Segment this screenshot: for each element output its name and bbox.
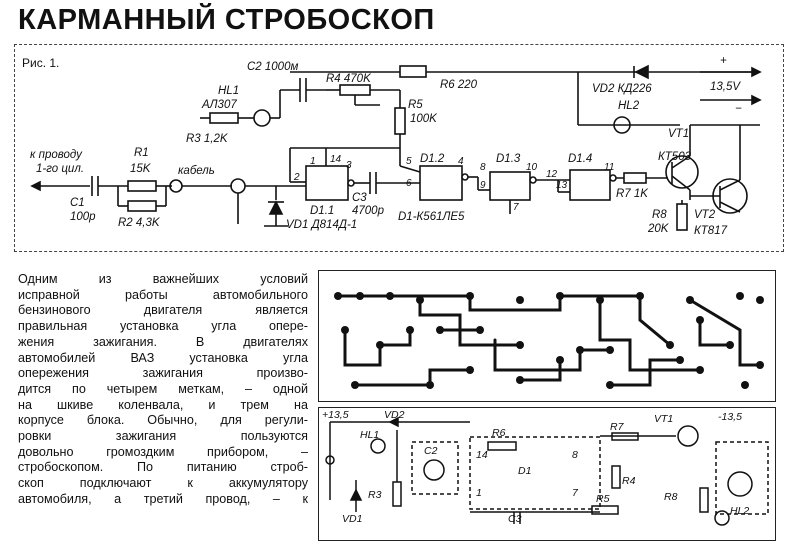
label-cable: кабель [178, 165, 215, 177]
asm-vt1: VT1 [654, 413, 673, 425]
pin-11: 11 [604, 162, 614, 173]
text-line: автомобиля, а третий провод, – к [18, 491, 308, 506]
pin-1: 1 [310, 156, 316, 167]
text-line: корпусе блока. Обычно, для регули- [18, 413, 308, 428]
pin-8: 8 [480, 162, 486, 173]
asm-d1: D1 [518, 465, 531, 477]
placement-frame [318, 407, 776, 541]
label-vt1-type: КТ503 [658, 151, 692, 163]
asm-vd2: VD2 [384, 409, 405, 421]
text-line: жения зажигания. В двигателях [18, 334, 308, 349]
label-vt2-type: КТ817 [694, 225, 728, 237]
label-plus: + [720, 55, 727, 67]
text-line: бензинового двигателя является [18, 303, 308, 318]
label-d1-type: D1-К561ЛЕ5 [398, 211, 465, 223]
label-hl1: HL1 [218, 85, 239, 97]
asm-minus135: -13,5 [718, 411, 742, 423]
label-c3: C3 [352, 192, 367, 204]
asm-r8: R8 [664, 491, 678, 503]
page-title: КАРМАННЫЙ СТРОБОСКОП [18, 4, 435, 36]
label-r7: R7 1K [616, 188, 649, 200]
asm-c2: C2 [424, 445, 438, 457]
pin-7: 7 [513, 202, 519, 213]
label-voltage: 13,5V [710, 81, 741, 93]
label-c3-val: 4700р [352, 205, 385, 217]
label-r4: R4 470K [326, 73, 372, 85]
asm-p1: 1 [476, 487, 482, 499]
label-wire-cyl: 1-го цил. [36, 163, 84, 175]
label-r1-val: 15K [130, 163, 152, 175]
figure-label: Рис. 1. [22, 56, 60, 70]
asm-vd1: VD1 [342, 513, 362, 525]
label-hl2: HL2 [618, 100, 640, 112]
pin-6: 6 [406, 178, 412, 189]
pin-2: 2 [293, 172, 300, 183]
asm-c3: C3 [508, 513, 522, 525]
asm-hl2: HL2 [730, 505, 749, 517]
text-line: ровки зажигания пользуются [18, 429, 308, 444]
label-wire-to: к проводу [30, 149, 83, 161]
label-hl1-type: АЛ307 [201, 99, 237, 111]
asm-r3: R3 [368, 489, 382, 501]
label-r5: R5 [408, 99, 423, 111]
text-line: дится по четырем меткам, – одной [18, 381, 308, 396]
label-c2: C2 1000м [247, 61, 298, 73]
asm-r7: R7 [610, 421, 625, 433]
asm-p7: 7 [572, 487, 579, 499]
text-line: опережения зажигания произво- [18, 366, 308, 381]
text-line: стробоскопом. По питанию строб- [18, 460, 308, 475]
asm-r5: R5 [596, 493, 610, 505]
pin-4: 4 [458, 156, 464, 167]
text-line: исправной работы автомобильного [18, 287, 308, 302]
label-r6: R6 220 [440, 79, 478, 91]
label-vt2: VT2 [694, 209, 716, 221]
text-line: довольно громоздким прибором, – [18, 444, 308, 459]
pin-10: 10 [526, 162, 538, 173]
label-r1: R1 [134, 147, 149, 159]
pin-5: 5 [406, 156, 412, 167]
pin-9: 9 [480, 180, 486, 191]
label-c1: C1 [70, 197, 85, 209]
asm-p14: 14 [476, 449, 488, 461]
label-d12: D1.2 [420, 153, 445, 165]
article-paragraph: Одним из важнейших условий исправной раб… [18, 272, 308, 508]
text-line: автомобилей ВАЗ установка угла [18, 350, 308, 365]
text-line: скоп подключают к аккумулятору [18, 476, 308, 491]
label-r3: R3 1,2K [186, 133, 229, 145]
label-vd1: VD1 Д814Д-1 [286, 219, 357, 231]
label-r2: R2 4,3K [118, 217, 161, 229]
pin-12: 12 [546, 169, 558, 180]
text-line: Одним из важнейших условий [18, 272, 308, 286]
schematic-frame [14, 44, 784, 252]
asm-p8: 8 [572, 449, 578, 461]
label-d11: D1.1 [310, 205, 334, 217]
pin-3: 3 [346, 160, 352, 171]
label-d13: D1.3 [496, 153, 521, 165]
asm-plus135: +13,5 [322, 409, 349, 421]
label-r8-val: 20K [647, 223, 670, 235]
label-c1-val: 100р [70, 211, 96, 223]
label-vt1: VT1 [668, 128, 689, 140]
label-d14: D1.4 [568, 153, 592, 165]
pin-13: 13 [556, 180, 568, 191]
label-r5-val: 100K [410, 113, 438, 125]
circuit-schematic: C2 1000м R4 470K R6 220 VD2 КД226 + 13,5… [30, 55, 762, 237]
text-line: на шкиве коленвала, и трем на [18, 397, 308, 412]
label-r8: R8 [652, 209, 667, 221]
label-minus: − [735, 103, 742, 115]
pcb-frame [318, 270, 776, 402]
label-vd2: VD2 КД226 [592, 83, 652, 95]
asm-r4: R4 [622, 475, 636, 487]
asm-hl1: HL1 [360, 429, 379, 441]
text-line: правильная установка угла опере- [18, 319, 308, 334]
asm-r6: R6 [492, 427, 506, 439]
pin-14: 14 [330, 154, 342, 165]
